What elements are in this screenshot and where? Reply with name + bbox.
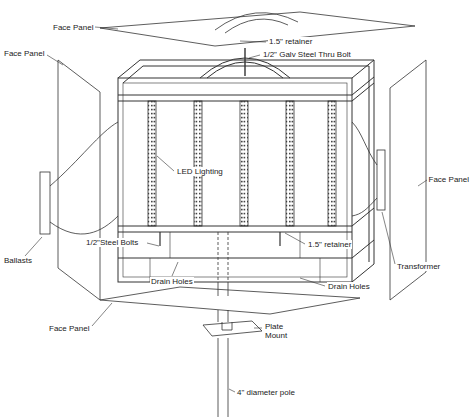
plate-mount bbox=[203, 321, 262, 336]
thru-bolt bbox=[244, 48, 245, 76]
left-face-panel bbox=[58, 60, 100, 300]
part-label: Face Panel bbox=[48, 324, 90, 333]
part-label: Face Panel bbox=[428, 175, 470, 184]
part-label: Face Panel bbox=[52, 23, 94, 32]
part-label: LED Lighting bbox=[176, 167, 224, 176]
part-label: Transformer bbox=[396, 262, 441, 271]
transformer-wires bbox=[352, 122, 377, 216]
part-label: 1/2" Galv Steel Thru Bolt bbox=[262, 50, 352, 59]
top-face-panel bbox=[100, 12, 415, 46]
part-label: Plate Mount bbox=[264, 322, 294, 340]
part-label: Drain Holes bbox=[327, 282, 371, 291]
pole bbox=[218, 232, 228, 417]
part-label: Drain Holes bbox=[150, 277, 194, 286]
part-label: 4" diameter pole bbox=[236, 388, 296, 397]
ballast-wires bbox=[50, 122, 118, 234]
led-strips bbox=[148, 101, 336, 226]
bottom-face-panel bbox=[100, 287, 360, 314]
part-label: 1/2"Steel Bolts bbox=[85, 238, 139, 247]
ballast-box bbox=[40, 172, 50, 234]
part-label: 1.5" retainer bbox=[268, 37, 313, 46]
steel-bolts bbox=[160, 232, 280, 246]
cabinet-frame bbox=[118, 48, 374, 282]
transformer-box bbox=[377, 150, 385, 210]
part-label: Face Panel bbox=[3, 49, 45, 58]
leader-lines bbox=[25, 27, 427, 392]
part-label: Ballasts bbox=[3, 256, 33, 265]
part-label: 1.5" retainer bbox=[307, 240, 352, 249]
